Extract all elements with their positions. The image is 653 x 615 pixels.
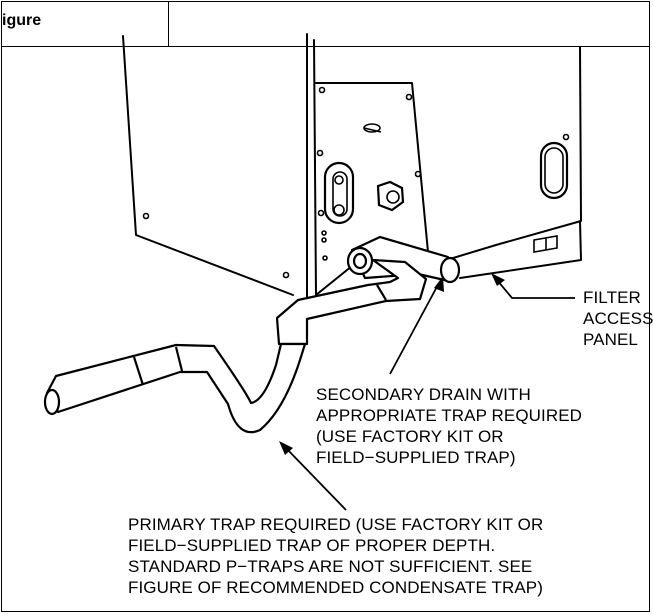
mounting-hole	[316, 149, 324, 157]
primary-trap-callout: PRIMARY TRAP REQUIRED (USE FACTORY KIT O…	[128, 514, 543, 598]
filter-panel-leader	[496, 279, 575, 299]
secondary-drain-callout: SECONDARY DRAIN WITH APPROPRIATE TRAP RE…	[316, 384, 582, 468]
mounting-hole	[282, 271, 290, 279]
filter-panel-arrowhead	[491, 273, 505, 286]
cabinet-left-side	[122, 35, 294, 296]
primary-trap-arrowhead	[279, 441, 293, 455]
cabinet-corner-inner-edge	[313, 39, 317, 296]
access-window	[539, 141, 569, 200]
filter-panel-line: PANEL	[583, 330, 638, 349]
primary-trap-line: FIGURE OF RECOMMENDED CONDENSATE TRAP)	[128, 578, 543, 597]
primary-trap-end	[43, 388, 61, 416]
secondary-drain-line: SECONDARY DRAIN WITH	[316, 385, 531, 404]
figure-header-cell: igure	[2, 2, 169, 46]
mounting-hole	[321, 230, 327, 236]
mounting-hole	[562, 133, 570, 141]
filter-panel-line: FILTER	[583, 288, 641, 307]
drain-port-inner	[332, 171, 348, 217]
drain-port-plug	[333, 204, 345, 216]
filter-access-panel-outline	[459, 220, 582, 279]
primary-trap-pipe	[45, 342, 307, 434]
mounting-hole	[414, 170, 422, 178]
drain-port-oval	[323, 161, 355, 225]
cabinet-right-face	[419, 46, 582, 269]
secondary-drain-line: FIELD−SUPPLIED TRAP)	[316, 448, 516, 467]
drain-port-plug	[334, 175, 344, 185]
secondary-drain-arrowhead	[434, 276, 444, 292]
primary-trap-line: FIELD−SUPPLIED TRAP OF PROPER DEPTH.	[128, 536, 496, 555]
pipe-joint	[376, 284, 387, 301]
secondary-drain-line: (USE FACTORY KIT OR	[316, 427, 504, 446]
primary-drain-elbow	[275, 258, 428, 346]
front-access-panel	[315, 82, 429, 253]
panel-latch-slot	[363, 127, 382, 133]
mounting-hole	[318, 86, 326, 94]
pipe-joint	[174, 346, 184, 372]
mounting-hole	[142, 212, 150, 220]
secondary-drain-leader	[389, 282, 440, 375]
access-window-inner	[544, 147, 564, 194]
secondary-drain-pipe	[350, 235, 451, 283]
secondary-drain-fitting-inner	[352, 252, 368, 270]
mounting-hole	[321, 237, 327, 243]
mounting-hole	[405, 93, 413, 101]
figure-header-label: igure	[2, 12, 42, 29]
panel-bracket	[533, 235, 558, 253]
primary-trap-leader	[284, 446, 347, 511]
primary-trap-line: STANDARD P−TRAPS ARE NOT SUFFICIENT. SEE	[128, 557, 533, 576]
hex-plug-center	[386, 190, 400, 204]
pipe-joint	[132, 356, 145, 386]
hex-plug	[376, 180, 405, 212]
panel-bottom-edge	[315, 265, 353, 296]
secondary-drain-line: APPROPRIATE TRAP REQUIRED	[316, 406, 583, 425]
filter-panel-line: ACCESS	[583, 309, 653, 328]
figure-header-row: igure	[2, 2, 649, 47]
filter-panel-callout: FILTER ACCESS PANEL	[583, 287, 653, 350]
mounting-hole	[322, 255, 328, 261]
primary-trap-line: PRIMARY TRAP REQUIRED (USE FACTORY KIT O…	[128, 515, 544, 534]
mounting-hole	[317, 209, 325, 217]
secondary-drain-end	[439, 256, 461, 284]
